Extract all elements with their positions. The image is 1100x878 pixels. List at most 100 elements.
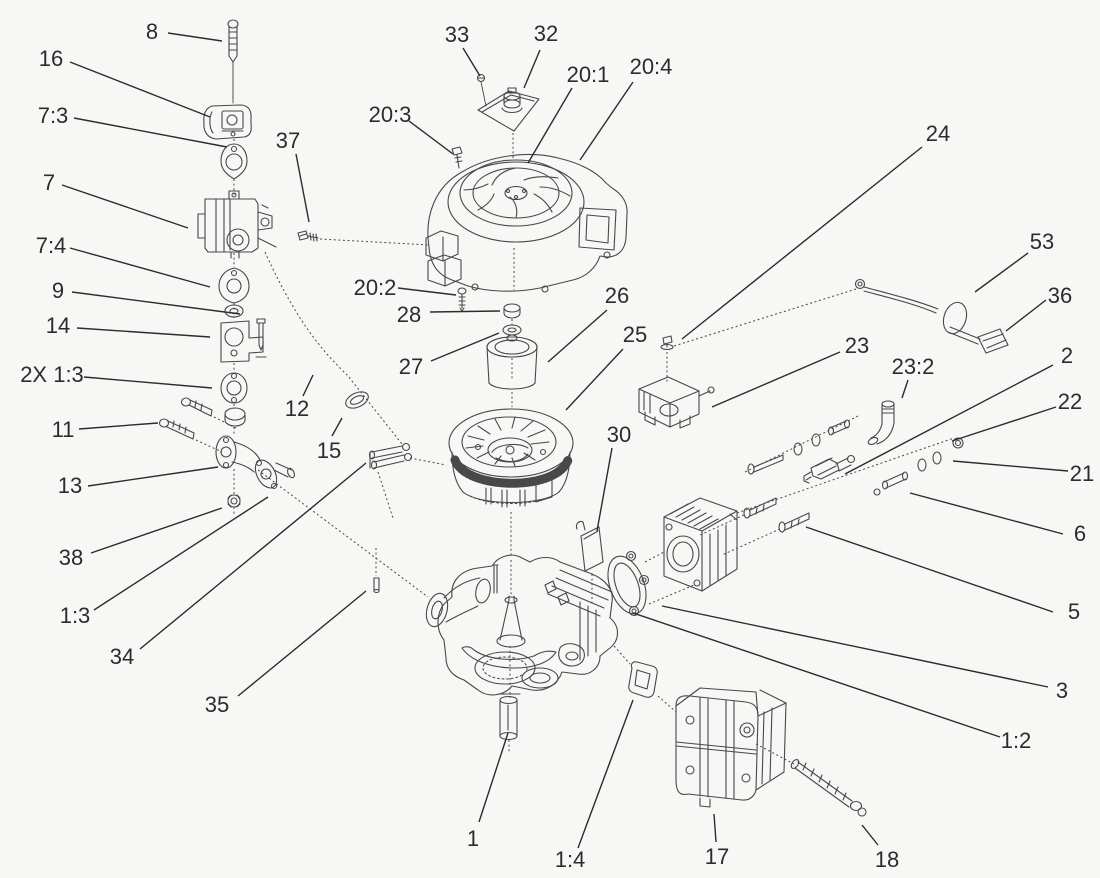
muffler-17-drawing — [675, 687, 787, 808]
callout-33: 33 — [445, 22, 481, 77]
callout-label: 12 — [285, 396, 309, 421]
leader-line — [93, 496, 269, 611]
leader-line — [632, 612, 1001, 738]
callout-label: 20:4 — [630, 54, 673, 79]
leader-line — [523, 49, 541, 89]
callout-27: 27 — [399, 332, 500, 379]
callout-label: 2X 1:3 — [20, 362, 84, 387]
screw-20-2-drawing — [457, 287, 467, 312]
callout-20-3: 20:3 — [369, 102, 454, 155]
bolt-11a-drawing — [158, 418, 195, 440]
head-gasket-1-2-drawing — [607, 550, 650, 617]
callout-28: 28 — [397, 302, 501, 327]
callout-21: 21 — [952, 460, 1094, 486]
leader-line — [87, 466, 219, 487]
chain-b-axis — [736, 437, 955, 514]
callout-8: 8 — [146, 19, 223, 44]
leader-line — [69, 247, 211, 288]
callout-label: 24 — [926, 121, 950, 146]
gasket-1-3-drawing — [220, 372, 248, 404]
starter-handle-32-drawing — [477, 87, 540, 132]
leader-line — [577, 699, 634, 849]
callout-20-2: 20:2 — [354, 275, 457, 300]
callout-23-2: 23:2 — [892, 354, 935, 399]
callout-label: 53 — [1030, 229, 1054, 254]
callout-label: 17 — [705, 844, 729, 869]
callout-label: 14 — [46, 313, 70, 338]
callout-1: 1 — [467, 732, 509, 851]
leader-line — [527, 87, 573, 164]
wire-terminal-36-drawing — [977, 328, 1009, 354]
callout-label: 5 — [1068, 599, 1080, 624]
callout-label: 16 — [39, 46, 63, 71]
callout-label: 7:3 — [38, 103, 69, 128]
leader-line — [397, 287, 457, 296]
callout-label: 20:1 — [567, 62, 610, 87]
callout-11: 11 — [52, 417, 159, 442]
muffler-mount-axis — [613, 645, 677, 713]
leader-line — [408, 120, 454, 155]
leader-line — [71, 291, 241, 315]
callout-label: 21 — [1070, 461, 1094, 486]
callout-label: 1:3 — [60, 603, 91, 628]
crankshaft-end-drawing — [497, 693, 521, 741]
callout-label: 6 — [1074, 521, 1086, 546]
callout-38: 38 — [59, 507, 223, 570]
callout-9: 9 — [52, 278, 241, 315]
leader-line — [478, 732, 509, 823]
callout-label: 37 — [276, 128, 300, 153]
leader-line — [579, 81, 634, 161]
callout-18: 18 — [861, 824, 899, 872]
callout-label: 2 — [1061, 343, 1073, 368]
leader-line — [565, 348, 624, 411]
callout-label: 32 — [534, 21, 558, 46]
head-bolt-axes — [699, 514, 781, 556]
leader-line — [844, 364, 1054, 475]
callout-label: 23:2 — [892, 354, 935, 379]
callout-label: 27 — [399, 354, 423, 379]
callout-7-4: 7:4 — [36, 233, 211, 288]
bracket-14-drawing — [220, 318, 267, 363]
callout-label: 1:4 — [555, 847, 586, 872]
callout-label: 35 — [205, 692, 229, 717]
leader-line — [83, 376, 213, 389]
callout-35: 35 — [205, 590, 367, 717]
leader-line — [901, 379, 909, 399]
recoil-fan-20-1-drawing — [459, 159, 573, 227]
callout-label: 7 — [43, 170, 55, 195]
callout-2X-1-3: 2X 1:3 — [20, 362, 213, 389]
callout-label: 26 — [605, 283, 629, 308]
kill-wire-axis — [673, 288, 857, 347]
callout-20-4: 20:4 — [579, 54, 673, 161]
gasket-7-4-drawing — [218, 267, 250, 304]
hardware-chain-b-drawing — [873, 437, 964, 496]
leader-line — [711, 351, 841, 408]
callout-6: 6 — [909, 492, 1086, 546]
screw-37-drawing — [297, 230, 319, 242]
callout-37: 37 — [276, 128, 310, 223]
callout-label: 30 — [607, 422, 631, 447]
throttle-linkage-cable — [264, 251, 403, 445]
intake-axis — [257, 469, 429, 598]
callout-label: 18 — [875, 847, 899, 872]
bolt-11-axis — [195, 416, 237, 453]
callout-14: 14 — [46, 313, 211, 338]
callout-5: 5 — [805, 526, 1080, 624]
leader-line — [167, 32, 223, 42]
callout-label: 15 — [317, 438, 341, 463]
crank-axis — [508, 560, 512, 752]
spark-plug-2-drawing — [803, 454, 856, 484]
callout-1-4: 1:4 — [555, 699, 634, 872]
head-bolts-5-drawing — [743, 497, 810, 533]
shield-plate-30-drawing — [575, 520, 604, 572]
callout-label: 9 — [52, 278, 64, 303]
leader-line — [547, 309, 608, 363]
bolt-11b-drawing — [180, 397, 213, 417]
ignition-coil-23-drawing — [638, 376, 715, 429]
callout-16: 16 — [39, 46, 211, 118]
callout-34: 34 — [110, 462, 367, 669]
flywheel-25-drawing — [448, 408, 574, 508]
screw-37-axis — [319, 238, 431, 246]
callout-label: 1 — [467, 826, 479, 851]
callout-label: 7:4 — [36, 233, 67, 258]
